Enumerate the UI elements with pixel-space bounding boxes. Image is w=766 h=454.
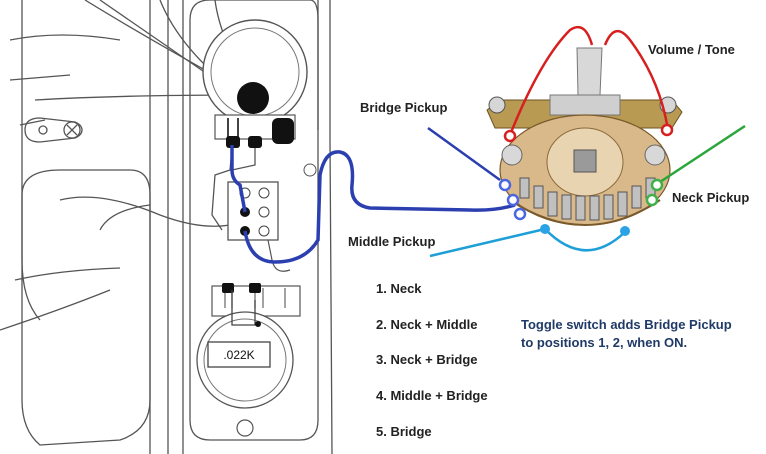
neck-lug-markers bbox=[645, 178, 664, 207]
volume-tone-wires bbox=[508, 25, 670, 136]
switch-lugs bbox=[519, 177, 656, 221]
position-item: 3. Neck + Bridge bbox=[376, 352, 478, 367]
bridge-pickup-label: Bridge Pickup bbox=[360, 100, 448, 115]
tone-pot: .022K bbox=[196, 163, 317, 437]
lever-screw bbox=[24, 117, 83, 143]
position-item: 1. Neck bbox=[376, 281, 422, 296]
toggle-note-line: Toggle switch adds Bridge Pickup bbox=[521, 317, 732, 332]
neck-lead-wire bbox=[659, 124, 746, 184]
neck-pickup-label: Neck Pickup bbox=[672, 190, 750, 205]
toggle-note: Toggle switch adds Bridge Pickup to posi… bbox=[521, 316, 751, 352]
capacitor-icon: .022K bbox=[207, 341, 271, 368]
position-item: 2. Neck + Middle bbox=[376, 317, 478, 332]
position-item: 5. Bridge bbox=[376, 424, 432, 439]
bridge-lug-markers bbox=[498, 178, 527, 221]
volume-lug-left bbox=[503, 129, 517, 143]
five-way-switch-icon bbox=[486, 47, 683, 226]
toggle-note-line: to positions 1, 2, when ON. bbox=[521, 335, 688, 350]
bridge-lead-wire bbox=[427, 126, 501, 182]
position-item: 4. Middle + Bridge bbox=[376, 388, 488, 403]
volume-tone-label: Volume / Tone bbox=[648, 42, 735, 57]
bridge-harness-wire bbox=[230, 145, 516, 264]
middle-lug-markers bbox=[540, 224, 630, 236]
volume-lug-right bbox=[660, 123, 674, 137]
middle-lead-wire bbox=[429, 227, 626, 258]
toggle-switch-icon bbox=[227, 181, 291, 272]
middle-pickup-label: Middle Pickup bbox=[348, 234, 436, 249]
capacitor-value-label: .022K bbox=[223, 348, 254, 362]
